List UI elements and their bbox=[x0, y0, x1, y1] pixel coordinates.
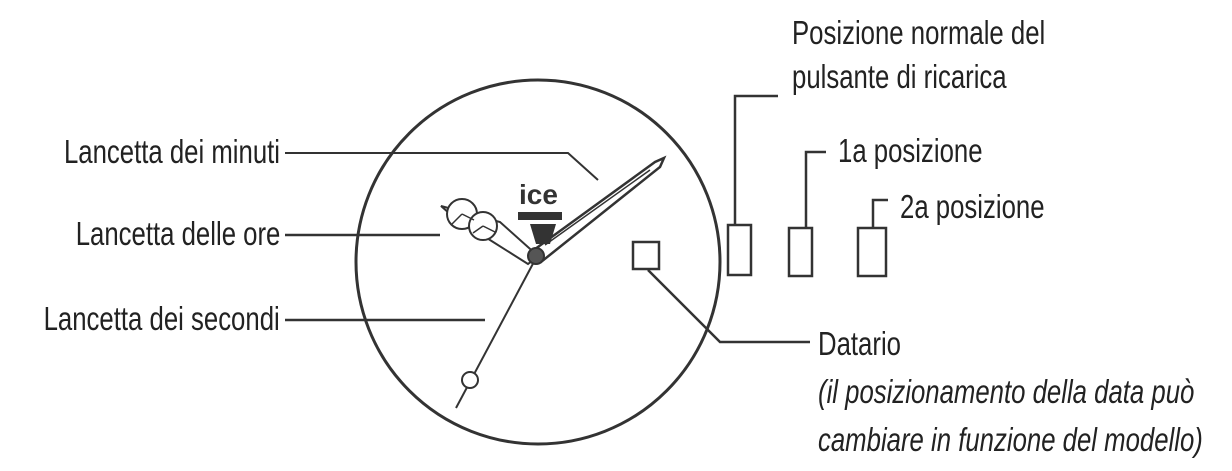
crown-position-2-leader bbox=[871, 198, 888, 228]
hour-hand-label: Lancetta delle ore bbox=[75, 215, 280, 252]
crown-position-1-label: 1a posizione bbox=[838, 132, 983, 169]
date-note-line2: cambiare in funzione del modello) bbox=[818, 421, 1203, 458]
second-hand-label: Lancetta dei secondi bbox=[43, 300, 280, 337]
date-note-line1: (il posizionamento della data può bbox=[818, 373, 1195, 410]
crown-normal-position bbox=[726, 223, 753, 277]
minute-hand-leader bbox=[285, 152, 599, 181]
crown-position-2-label: 2a posizione bbox=[900, 188, 1045, 225]
ice-logo: ice bbox=[518, 179, 562, 244]
crown-normal-label-line2: pulsante di ricarica bbox=[792, 58, 1007, 95]
crown-normal-leader bbox=[733, 94, 778, 225]
second-hand bbox=[455, 257, 537, 409]
crown-position-2 bbox=[856, 226, 888, 278]
date-label: Datario bbox=[818, 325, 901, 362]
watch-dial-circle bbox=[354, 78, 722, 446]
crown-position-1 bbox=[787, 226, 814, 278]
hour-hand bbox=[440, 198, 540, 266]
center-pin bbox=[527, 247, 545, 265]
ice-logo-text: ice bbox=[519, 179, 558, 210]
date-leader bbox=[647, 269, 810, 344]
minute-hand-label: Lancetta dei minuti bbox=[63, 133, 280, 170]
crown-position-1-leader bbox=[804, 150, 826, 228]
crown-normal-label-line1: Posizione normale del bbox=[792, 14, 1046, 51]
date-window bbox=[631, 240, 661, 271]
